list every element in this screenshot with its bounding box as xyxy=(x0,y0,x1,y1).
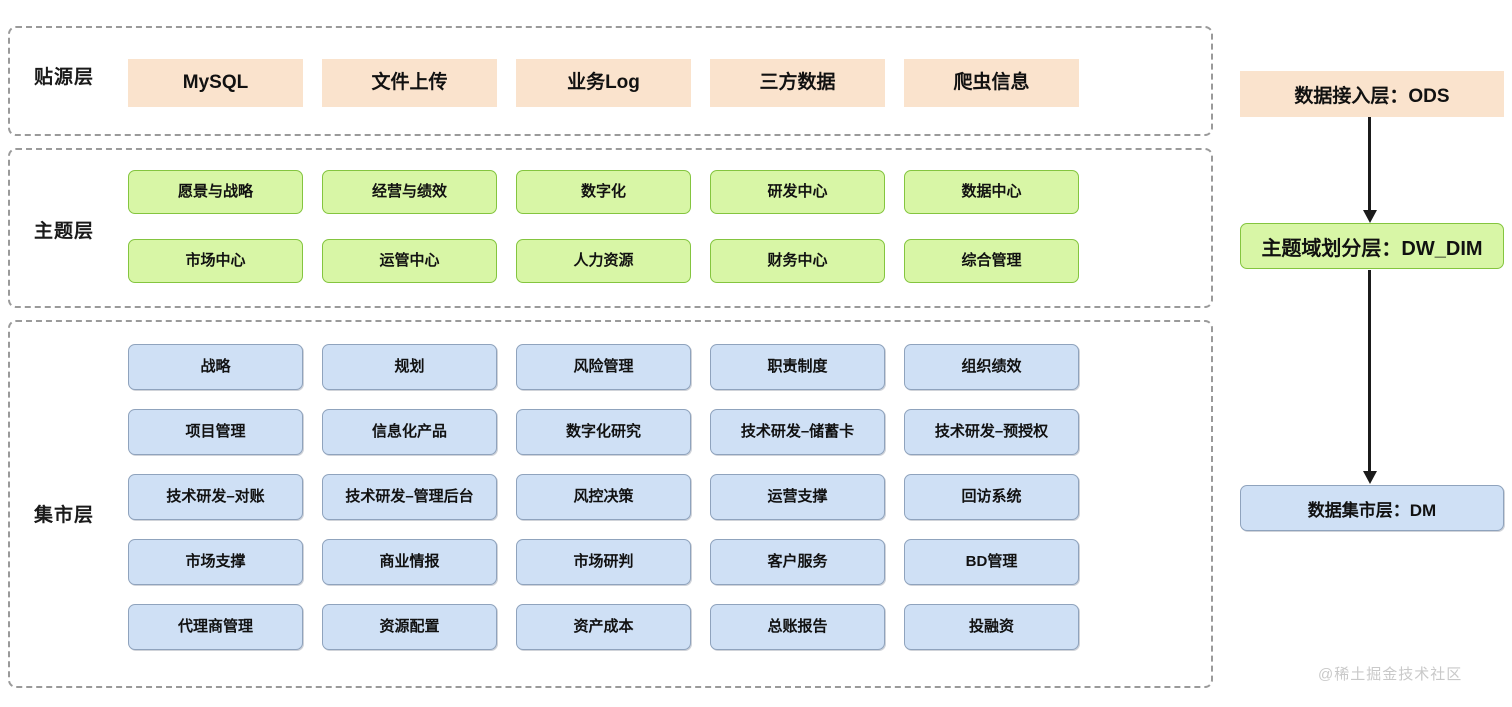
node-mart-8[interactable]: 数字化研究 xyxy=(516,409,691,455)
node-theme-4[interactable]: 研发中心 xyxy=(710,170,885,214)
layer-band-theme: 主题层 愿景与战略经营与绩效数字化研发中心数据中心市场中心运管中心人力资源财务中… xyxy=(8,148,1213,308)
node-theme-5[interactable]: 数据中心 xyxy=(904,170,1079,214)
node-source-1[interactable]: MySQL xyxy=(128,59,303,107)
node-mart-19[interactable]: 客户服务 xyxy=(710,539,885,585)
node-mart-10[interactable]: 技术研发–预授权 xyxy=(904,409,1079,455)
layer-label-theme: 主题层 xyxy=(34,221,95,242)
watermark: @稀土掘金技术社区 xyxy=(1318,666,1463,683)
node-mart-4[interactable]: 职责制度 xyxy=(710,344,885,390)
arrow-head xyxy=(1363,471,1377,484)
arrow-shaft xyxy=(1368,270,1371,473)
node-mart-17[interactable]: 商业情报 xyxy=(322,539,497,585)
data-architecture-panel: 贴源层 MySQL 文件上传业务Log 三方数据爬虫信息 主题层 愿景与战略经营与绩… xyxy=(8,26,1213,688)
node-source-3[interactable]: 业务Log xyxy=(516,59,691,107)
node-theme-10[interactable]: 综合管理 xyxy=(904,239,1079,283)
node-mart-2[interactable]: 规划 xyxy=(322,344,497,390)
node-theme-2[interactable]: 经营与绩效 xyxy=(322,170,497,214)
flow-node-dw-dim[interactable]: 主题域划分层：DW_DIM xyxy=(1240,223,1504,269)
node-mart-16[interactable]: 市场支撑 xyxy=(128,539,303,585)
node-mart-24[interactable]: 总账报告 xyxy=(710,604,885,650)
node-mart-20[interactable]: BD管理 xyxy=(904,539,1079,585)
arrow-shaft xyxy=(1368,117,1371,212)
node-source-2[interactable]: 文件上传 xyxy=(322,59,497,107)
node-theme-1[interactable]: 愿景与战略 xyxy=(128,170,303,214)
node-mart-14[interactable]: 运营支撑 xyxy=(710,474,885,520)
node-source-4[interactable]: 三方数据 xyxy=(710,59,885,107)
node-source-5[interactable]: 爬虫信息 xyxy=(904,59,1079,107)
node-mart-23[interactable]: 资产成本 xyxy=(516,604,691,650)
node-mart-11[interactable]: 技术研发–对账 xyxy=(128,474,303,520)
data-flow-panel: 数据接入层：ODS 主题域划分层：DW_DIM 数据集市层：DM xyxy=(1240,26,1504,688)
layer-label-mart: 集市层 xyxy=(34,505,95,526)
arrow-head xyxy=(1363,210,1377,223)
layer-label-source: 贴源层 xyxy=(34,67,95,88)
node-mart-25[interactable]: 投融资 xyxy=(904,604,1079,650)
node-theme-3[interactable]: 数字化 xyxy=(516,170,691,214)
node-grid-source: MySQL 文件上传业务Log 三方数据爬虫信息 xyxy=(128,59,1191,107)
node-mart-9[interactable]: 技术研发–储蓄卡 xyxy=(710,409,885,455)
layer-band-source: 贴源层 MySQL 文件上传业务Log 三方数据爬虫信息 xyxy=(8,26,1213,136)
node-mart-6[interactable]: 项目管理 xyxy=(128,409,303,455)
node-mart-21[interactable]: 代理商管理 xyxy=(128,604,303,650)
node-mart-18[interactable]: 市场研判 xyxy=(516,539,691,585)
node-theme-9[interactable]: 财务中心 xyxy=(710,239,885,283)
node-mart-5[interactable]: 组织绩效 xyxy=(904,344,1079,390)
node-mart-7[interactable]: 信息化产品 xyxy=(322,409,497,455)
flow-node-ods[interactable]: 数据接入层：ODS xyxy=(1240,71,1504,117)
node-theme-8[interactable]: 人力资源 xyxy=(516,239,691,283)
node-mart-12[interactable]: 技术研发–管理后台 xyxy=(322,474,497,520)
node-grid-theme: 愿景与战略经营与绩效数字化研发中心数据中心市场中心运管中心人力资源财务中心综合管… xyxy=(128,170,1191,283)
node-grid-mart: 战略规划风险管理职责制度组织绩效项目管理信息化产品数字化研究技术研发–储蓄卡技术… xyxy=(128,344,1191,650)
node-mart-15[interactable]: 回访系统 xyxy=(904,474,1079,520)
node-mart-1[interactable]: 战略 xyxy=(128,344,303,390)
node-theme-6[interactable]: 市场中心 xyxy=(128,239,303,283)
node-mart-22[interactable]: 资源配置 xyxy=(322,604,497,650)
node-theme-7[interactable]: 运管中心 xyxy=(322,239,497,283)
node-mart-13[interactable]: 风控决策 xyxy=(516,474,691,520)
layer-band-mart: 集市层 战略规划风险管理职责制度组织绩效项目管理信息化产品数字化研究技术研发–储… xyxy=(8,320,1213,688)
flow-node-dm[interactable]: 数据集市层：DM xyxy=(1240,485,1504,531)
node-mart-3[interactable]: 风险管理 xyxy=(516,344,691,390)
